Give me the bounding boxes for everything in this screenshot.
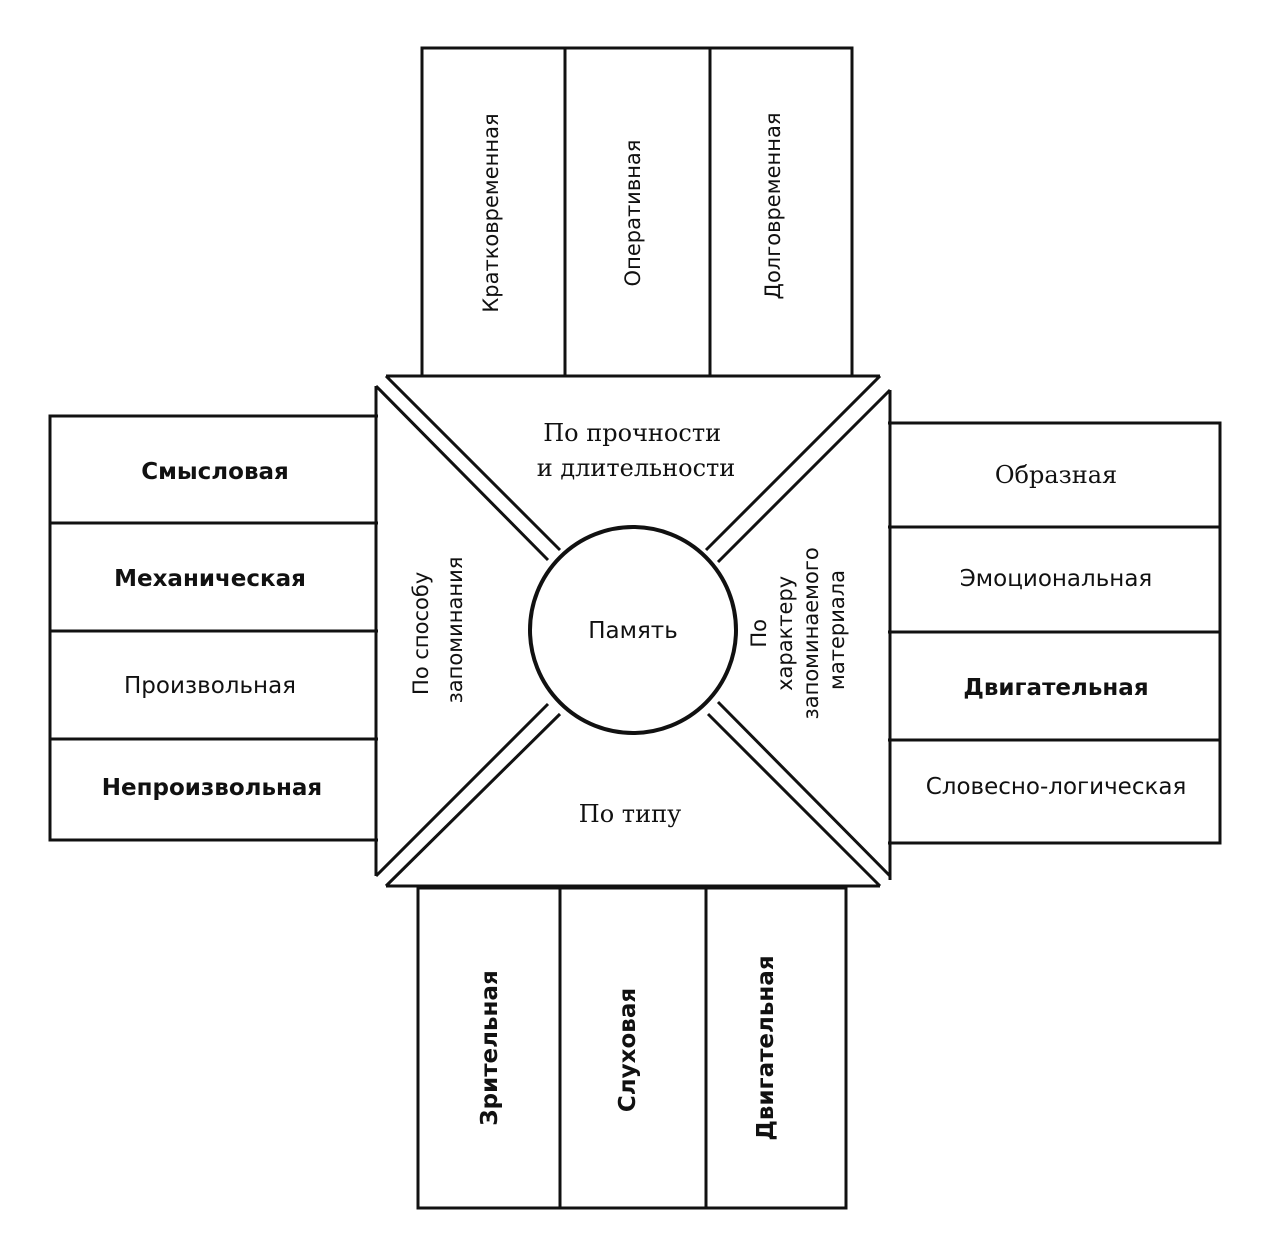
left-item-4: Непроизвольная (102, 775, 322, 801)
diagonal-tl-a (384, 374, 562, 552)
diagonal-tl-b (374, 384, 550, 562)
top-item-1: Кратковременная (479, 113, 503, 312)
right-group: Образная Эмоциональная Двигательная Слов… (884, 421, 1222, 845)
left-rows-frame (48, 414, 382, 842)
top-item-3: Долговременная (761, 113, 785, 300)
diagonal-br-b (716, 700, 892, 878)
diagonal-tr-b (716, 388, 892, 564)
right-category-label: По характеру запоминаемого материала (747, 541, 849, 720)
top-group: Кратковременная Оперативная Долговременн… (420, 46, 854, 380)
bottom-item-3: Двигательная (753, 955, 779, 1140)
bottom-columns-frame (416, 886, 848, 1210)
left-group: Смысловая Механическая Произвольная Непр… (48, 414, 382, 842)
bottom-item-1: Зрительная (477, 970, 503, 1125)
center-label: Память (588, 618, 678, 644)
left-item-3: Произвольная (124, 673, 296, 699)
diagonal-tr-a (704, 374, 882, 552)
right-item-4: Словесно-логическая (926, 774, 1187, 800)
right-item-1: Образная (995, 461, 1117, 489)
bottom-category-label: По типу (579, 800, 681, 828)
top-category-label: По прочности и длительности (537, 419, 736, 482)
right-item-3: Двигательная (963, 675, 1148, 701)
left-category-label: По способу запоминания (409, 557, 467, 704)
bottom-item-2: Слуховая (615, 988, 641, 1112)
diagonal-bl-b (384, 712, 562, 888)
diagonal-bl-a (374, 702, 550, 878)
top-columns-frame (420, 46, 854, 380)
left-item-2: Механическая (114, 566, 306, 592)
center-circle (528, 525, 738, 735)
left-item-1: Смысловая (141, 459, 289, 485)
central-square: По прочности и длительности По типу По с… (374, 374, 892, 888)
diagonal-br-a (706, 712, 882, 888)
right-item-2: Эмоциональная (960, 566, 1153, 592)
bottom-group: Зрительная Слуховая Двигательная (416, 886, 848, 1210)
top-item-2: Оперативная (621, 140, 645, 287)
